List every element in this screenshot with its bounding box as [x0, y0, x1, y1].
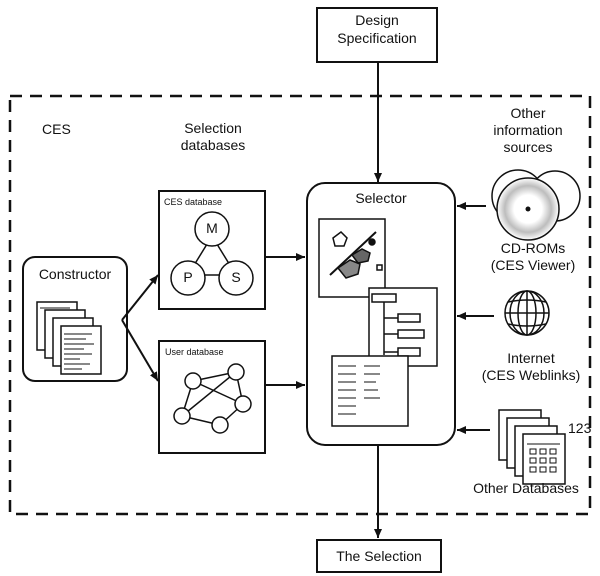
globe-icon	[504, 290, 550, 336]
constructor-pages-icon	[36, 301, 102, 375]
selector-label: Selector	[355, 190, 407, 206]
ces-node-p-label: P	[183, 269, 193, 285]
other-databases-number: 123	[568, 420, 592, 436]
selection-databases-label: Selection databases	[180, 120, 246, 153]
ces-database-graph	[170, 211, 254, 296]
other-sources-label: Other information sources	[493, 105, 563, 155]
constructor-to-user-db-line	[121, 319, 159, 382]
ces-node-s	[218, 260, 254, 296]
the-selection-box	[316, 539, 442, 573]
ces-node-m	[194, 211, 230, 247]
ces-label: CES	[42, 121, 71, 137]
constructor-label: Constructor	[38, 266, 112, 282]
internet-label: Internet (CES Weblinks)	[481, 350, 581, 383]
selector-chart-window	[318, 218, 386, 298]
design-spec-label: Design Specification	[337, 12, 417, 46]
constructor-to-ces-db-line	[121, 274, 159, 321]
ces-database-box	[158, 190, 266, 310]
connectors	[121, 62, 494, 538]
ces-node-p	[170, 260, 206, 296]
user-database-box	[158, 340, 266, 454]
ces-boundary	[8, 94, 592, 516]
user-database-graph	[173, 363, 252, 434]
selector-table-window	[331, 355, 409, 427]
cdrom-icon	[491, 169, 581, 241]
the-selection-label: The Selection	[336, 548, 422, 564]
user-database-label: User database	[165, 347, 224, 357]
ces-node-s-label: S	[231, 269, 241, 285]
other-databases-label: Other Databases	[473, 480, 579, 496]
cdroms-label: CD-ROMs (CES Viewer)	[490, 240, 576, 273]
other-databases-icon	[498, 409, 566, 485]
selector-tree-window	[368, 287, 438, 367]
ces-node-m-label: M	[206, 220, 218, 236]
ces-database-label: CES database	[164, 197, 223, 207]
